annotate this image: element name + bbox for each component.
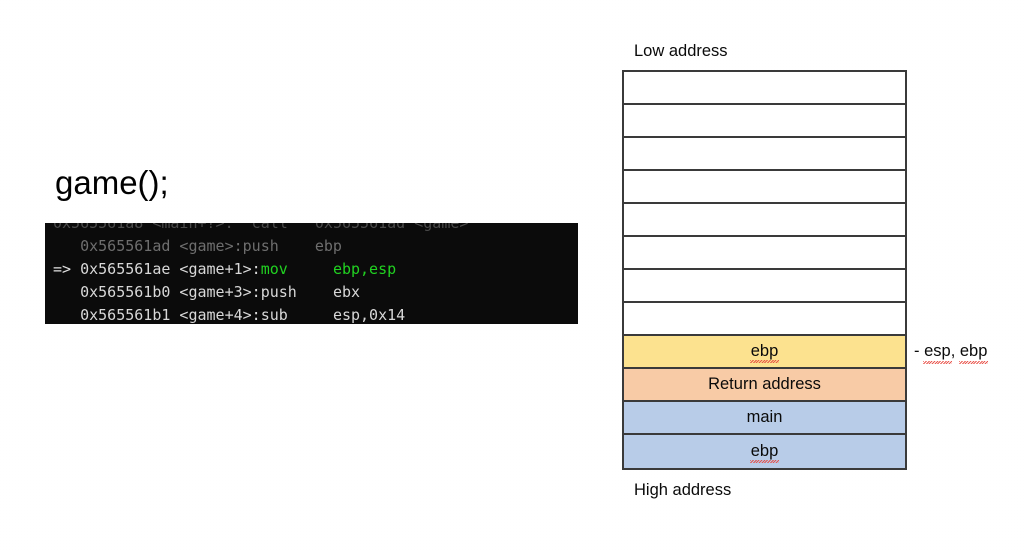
annotation-register-ebp: ebp — [958, 342, 988, 364]
stack-row-empty — [624, 138, 905, 171]
stack-row-label: Return address — [708, 375, 821, 393]
stack-row-empty — [624, 105, 905, 138]
terminal-line-mnemonic: push — [260, 283, 297, 301]
terminal-line-address: 0x565561b0 — [80, 283, 171, 301]
terminal-line-operands: ebp,esp — [332, 260, 397, 278]
terminal-line: 0x565561b1 <game+4>:sub esp,0x14 — [45, 304, 578, 324]
stack-row-ebp: ebp — [624, 336, 905, 369]
terminal-line-clipped: 0x565561a8 <main+?>: call 0x565561ad <ga… — [53, 223, 469, 232]
stack-row-ebp: ebp — [624, 435, 905, 468]
terminal-line-address: 0x565561b1 — [80, 306, 171, 324]
register-annotation: - esp, ebp — [914, 340, 988, 364]
terminal-line-operands: esp,0x14 — [332, 306, 406, 324]
annotation-separator: , — [950, 342, 960, 360]
terminal-line-address: 0x565561ad — [80, 237, 171, 255]
terminal-line-symbol: <game>: — [179, 237, 243, 255]
terminal-line-address: 0x565561ae — [80, 260, 171, 278]
stack-row-return-address: Return address — [624, 369, 905, 402]
terminal-lines: 0x565561a8 <main+?>: call 0x565561ad <ga… — [45, 223, 578, 324]
stack-row-empty — [624, 171, 905, 204]
terminal-line: 0x565561ad <game>:push ebp — [45, 235, 578, 258]
stack-row-label: ebp — [749, 442, 779, 463]
terminal-line-symbol: <game+4>: — [179, 306, 261, 324]
stack-row-empty — [624, 270, 905, 303]
terminal-line: 0x565561b0 <game+3>:push ebx — [45, 281, 578, 304]
terminal-line-current: => 0x565561ae <game+1>:mov ebp,esp — [45, 258, 578, 281]
stack-row-empty — [624, 237, 905, 270]
annotation-register-esp: esp — [923, 342, 952, 364]
low-address-label: Low address — [634, 42, 728, 60]
terminal-line-mnemonic: sub — [260, 306, 288, 324]
disassembly-terminal[interactable]: 0x565561a8 <main+?>: call 0x565561ad <ga… — [45, 223, 578, 324]
stack-row-main: main — [624, 402, 905, 435]
stack-row-empty — [624, 72, 905, 105]
stack-row-label: ebp — [749, 342, 779, 363]
stack-row-label: main — [746, 408, 783, 426]
terminal-line-symbol: <game+3>: — [179, 283, 261, 301]
terminal-current-marker-icon: => — [53, 260, 72, 278]
source-call-label: game(); — [55, 164, 169, 201]
terminal-line-symbol: <game+1>: — [179, 260, 261, 278]
terminal-line-mnemonic: push — [242, 237, 279, 255]
annotation-dash: - — [914, 342, 925, 360]
terminal-line-mnemonic: mov — [260, 260, 288, 278]
stack-row-empty — [624, 303, 905, 336]
stack-row-empty — [624, 204, 905, 237]
high-address-label: High address — [634, 481, 732, 499]
terminal-line-operands: ebx — [332, 283, 361, 301]
terminal-line-operands: ebp — [314, 237, 342, 255]
